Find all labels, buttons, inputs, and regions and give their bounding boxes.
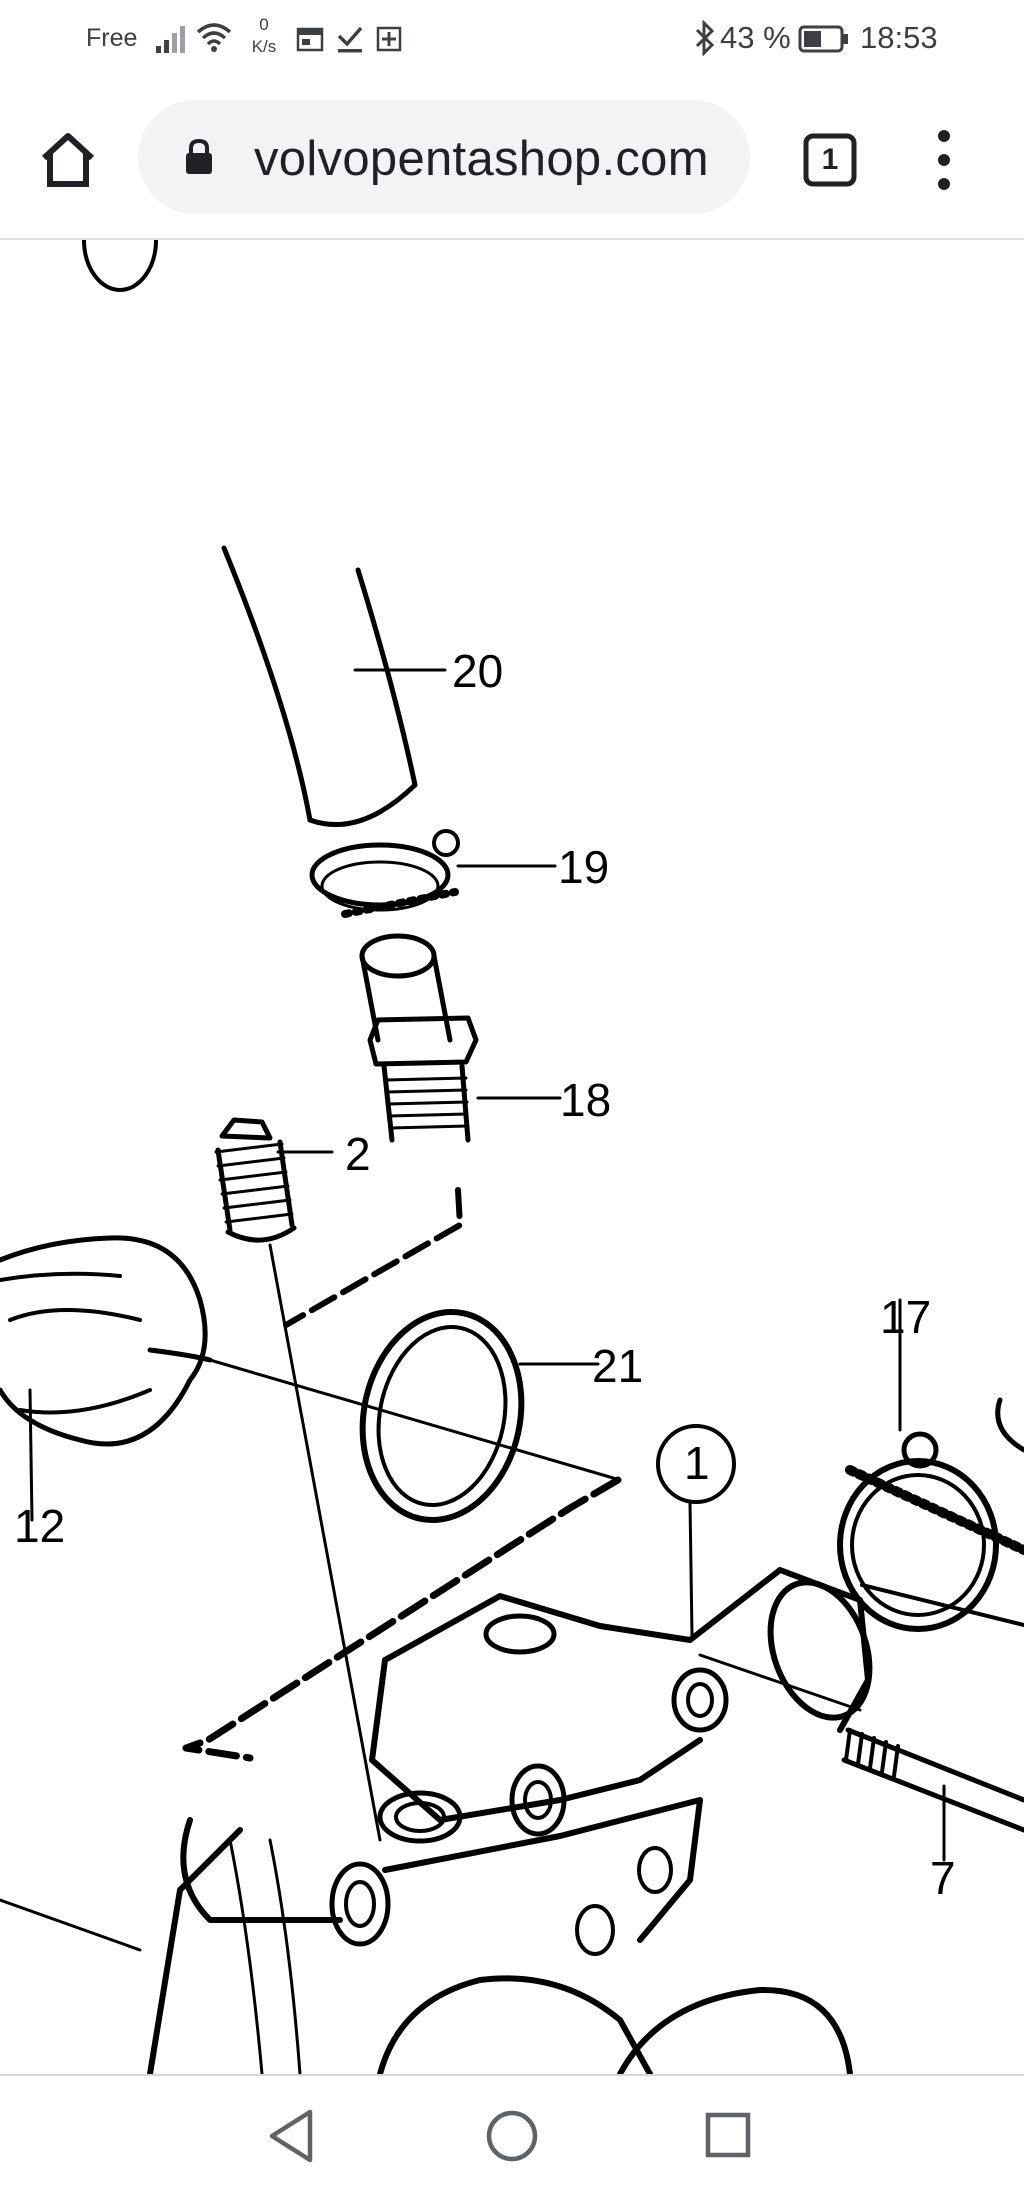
tab-count: 1 [821, 143, 839, 176]
recents-icon [705, 2112, 751, 2158]
parts-diagram: 20 19 18 2 21 17 1 12 7 [0, 240, 1024, 2074]
part-plug-2 [214, 1117, 382, 1842]
part-thermostat-12 [0, 240, 622, 1522]
url-text[interactable]: volvopentashop.com [254, 132, 709, 186]
carrier-label: Free [86, 24, 138, 52]
callout-18: 18 [560, 1074, 611, 1126]
tab-switcher-button[interactable]: 1 [802, 132, 858, 188]
wifi-icon [196, 23, 232, 52]
home-nav-button[interactable] [474, 2098, 550, 2174]
speed-unit: K/s [251, 37, 277, 56]
calendar-icon [296, 27, 324, 52]
part-stud-7 [698, 1653, 1024, 1862]
system-nav-bar [0, 2074, 1024, 2194]
more-vert-icon [938, 130, 950, 190]
address-bar[interactable]: volvopentashop.com [138, 100, 750, 214]
speed-value: 0 [259, 15, 269, 34]
recents-button[interactable] [690, 2098, 766, 2174]
back-button[interactable] [254, 2098, 330, 2174]
callout-21: 21 [592, 1340, 643, 1392]
network-speed: 0 K/s [244, 14, 284, 58]
home-button[interactable] [36, 128, 100, 192]
download-done-icon [337, 26, 363, 53]
back-icon [269, 2109, 313, 2163]
part-housing-1 [0, 1424, 873, 2074]
callout-17: 17 [880, 1291, 931, 1343]
callout-20: 20 [452, 645, 503, 697]
battery-percent: 43 % [720, 20, 791, 55]
signal-icon [156, 26, 185, 53]
more-menu-button[interactable] [924, 126, 964, 194]
part-clamp-17 [837, 1298, 1024, 1632]
status-bar: Free 0 K/s 43 % 18:53 [0, 0, 1024, 80]
plus-box-icon [376, 26, 402, 52]
part-oring-21 [359, 1309, 600, 1523]
part-clamp-19 [309, 829, 557, 918]
callout-19: 19 [558, 841, 609, 893]
callout-12: 12 [14, 1500, 65, 1552]
lock-icon [186, 138, 212, 174]
clock: 18:53 [860, 20, 938, 55]
part-hose-20 [221, 545, 447, 828]
browser-toolbar: volvopentashop.com 1 [0, 80, 1024, 240]
callout-1: 1 [684, 1437, 710, 1489]
tab-switcher-icon [803, 133, 857, 187]
web-content[interactable]: 20 19 18 2 21 17 1 12 7 [0, 240, 1024, 2074]
callout-2: 2 [345, 1128, 371, 1180]
bluetooth-icon [695, 20, 715, 56]
home-icon [41, 133, 95, 187]
callout-7: 7 [930, 1852, 956, 1904]
battery-icon [798, 25, 848, 53]
part-nipple-18 [283, 933, 562, 1328]
home-circle-icon [486, 2110, 538, 2162]
